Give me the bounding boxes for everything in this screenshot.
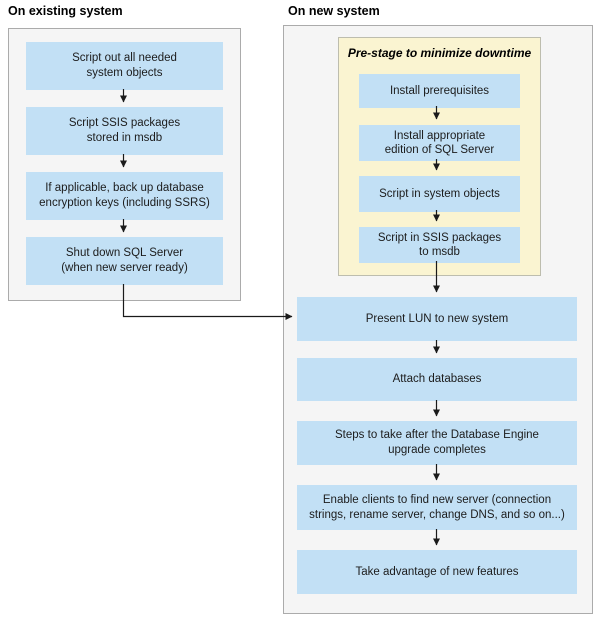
step-script-ssis-packages: Script SSIS packages stored in msdb	[26, 107, 223, 155]
existing-system-header: On existing system	[8, 4, 123, 18]
prestage-group: Pre-stage to minimize downtime Install p…	[338, 37, 541, 276]
existing-system-panel: Script out all needed system objects Scr…	[8, 28, 241, 301]
step-install-prerequisites: Install prerequisites	[359, 74, 520, 108]
step-script-in-ssis-packages: Script in SSIS packages to msdb	[359, 227, 520, 263]
new-system-panel: Pre-stage to minimize downtime Install p…	[283, 25, 593, 614]
step-script-in-system-objects: Script in system objects	[359, 176, 520, 212]
step-script-out-system-objects: Script out all needed system objects	[26, 42, 223, 90]
new-system-header: On new system	[288, 4, 380, 18]
step-backup-encryption-keys: If applicable, back up database encrypti…	[26, 172, 223, 220]
step-present-lun: Present LUN to new system	[297, 297, 577, 341]
step-attach-databases: Attach databases	[297, 358, 577, 401]
step-install-sql-server-edition: Install appropriate edition of SQL Serve…	[359, 125, 520, 161]
step-enable-clients-find-server: Enable clients to find new server (conne…	[297, 485, 577, 530]
prestage-title: Pre-stage to minimize downtime	[347, 46, 532, 60]
step-take-advantage-new-features: Take advantage of new features	[297, 550, 577, 594]
step-post-upgrade-steps: Steps to take after the Database Engine …	[297, 421, 577, 465]
step-shut-down-sql-server: Shut down SQL Server (when new server re…	[26, 237, 223, 285]
